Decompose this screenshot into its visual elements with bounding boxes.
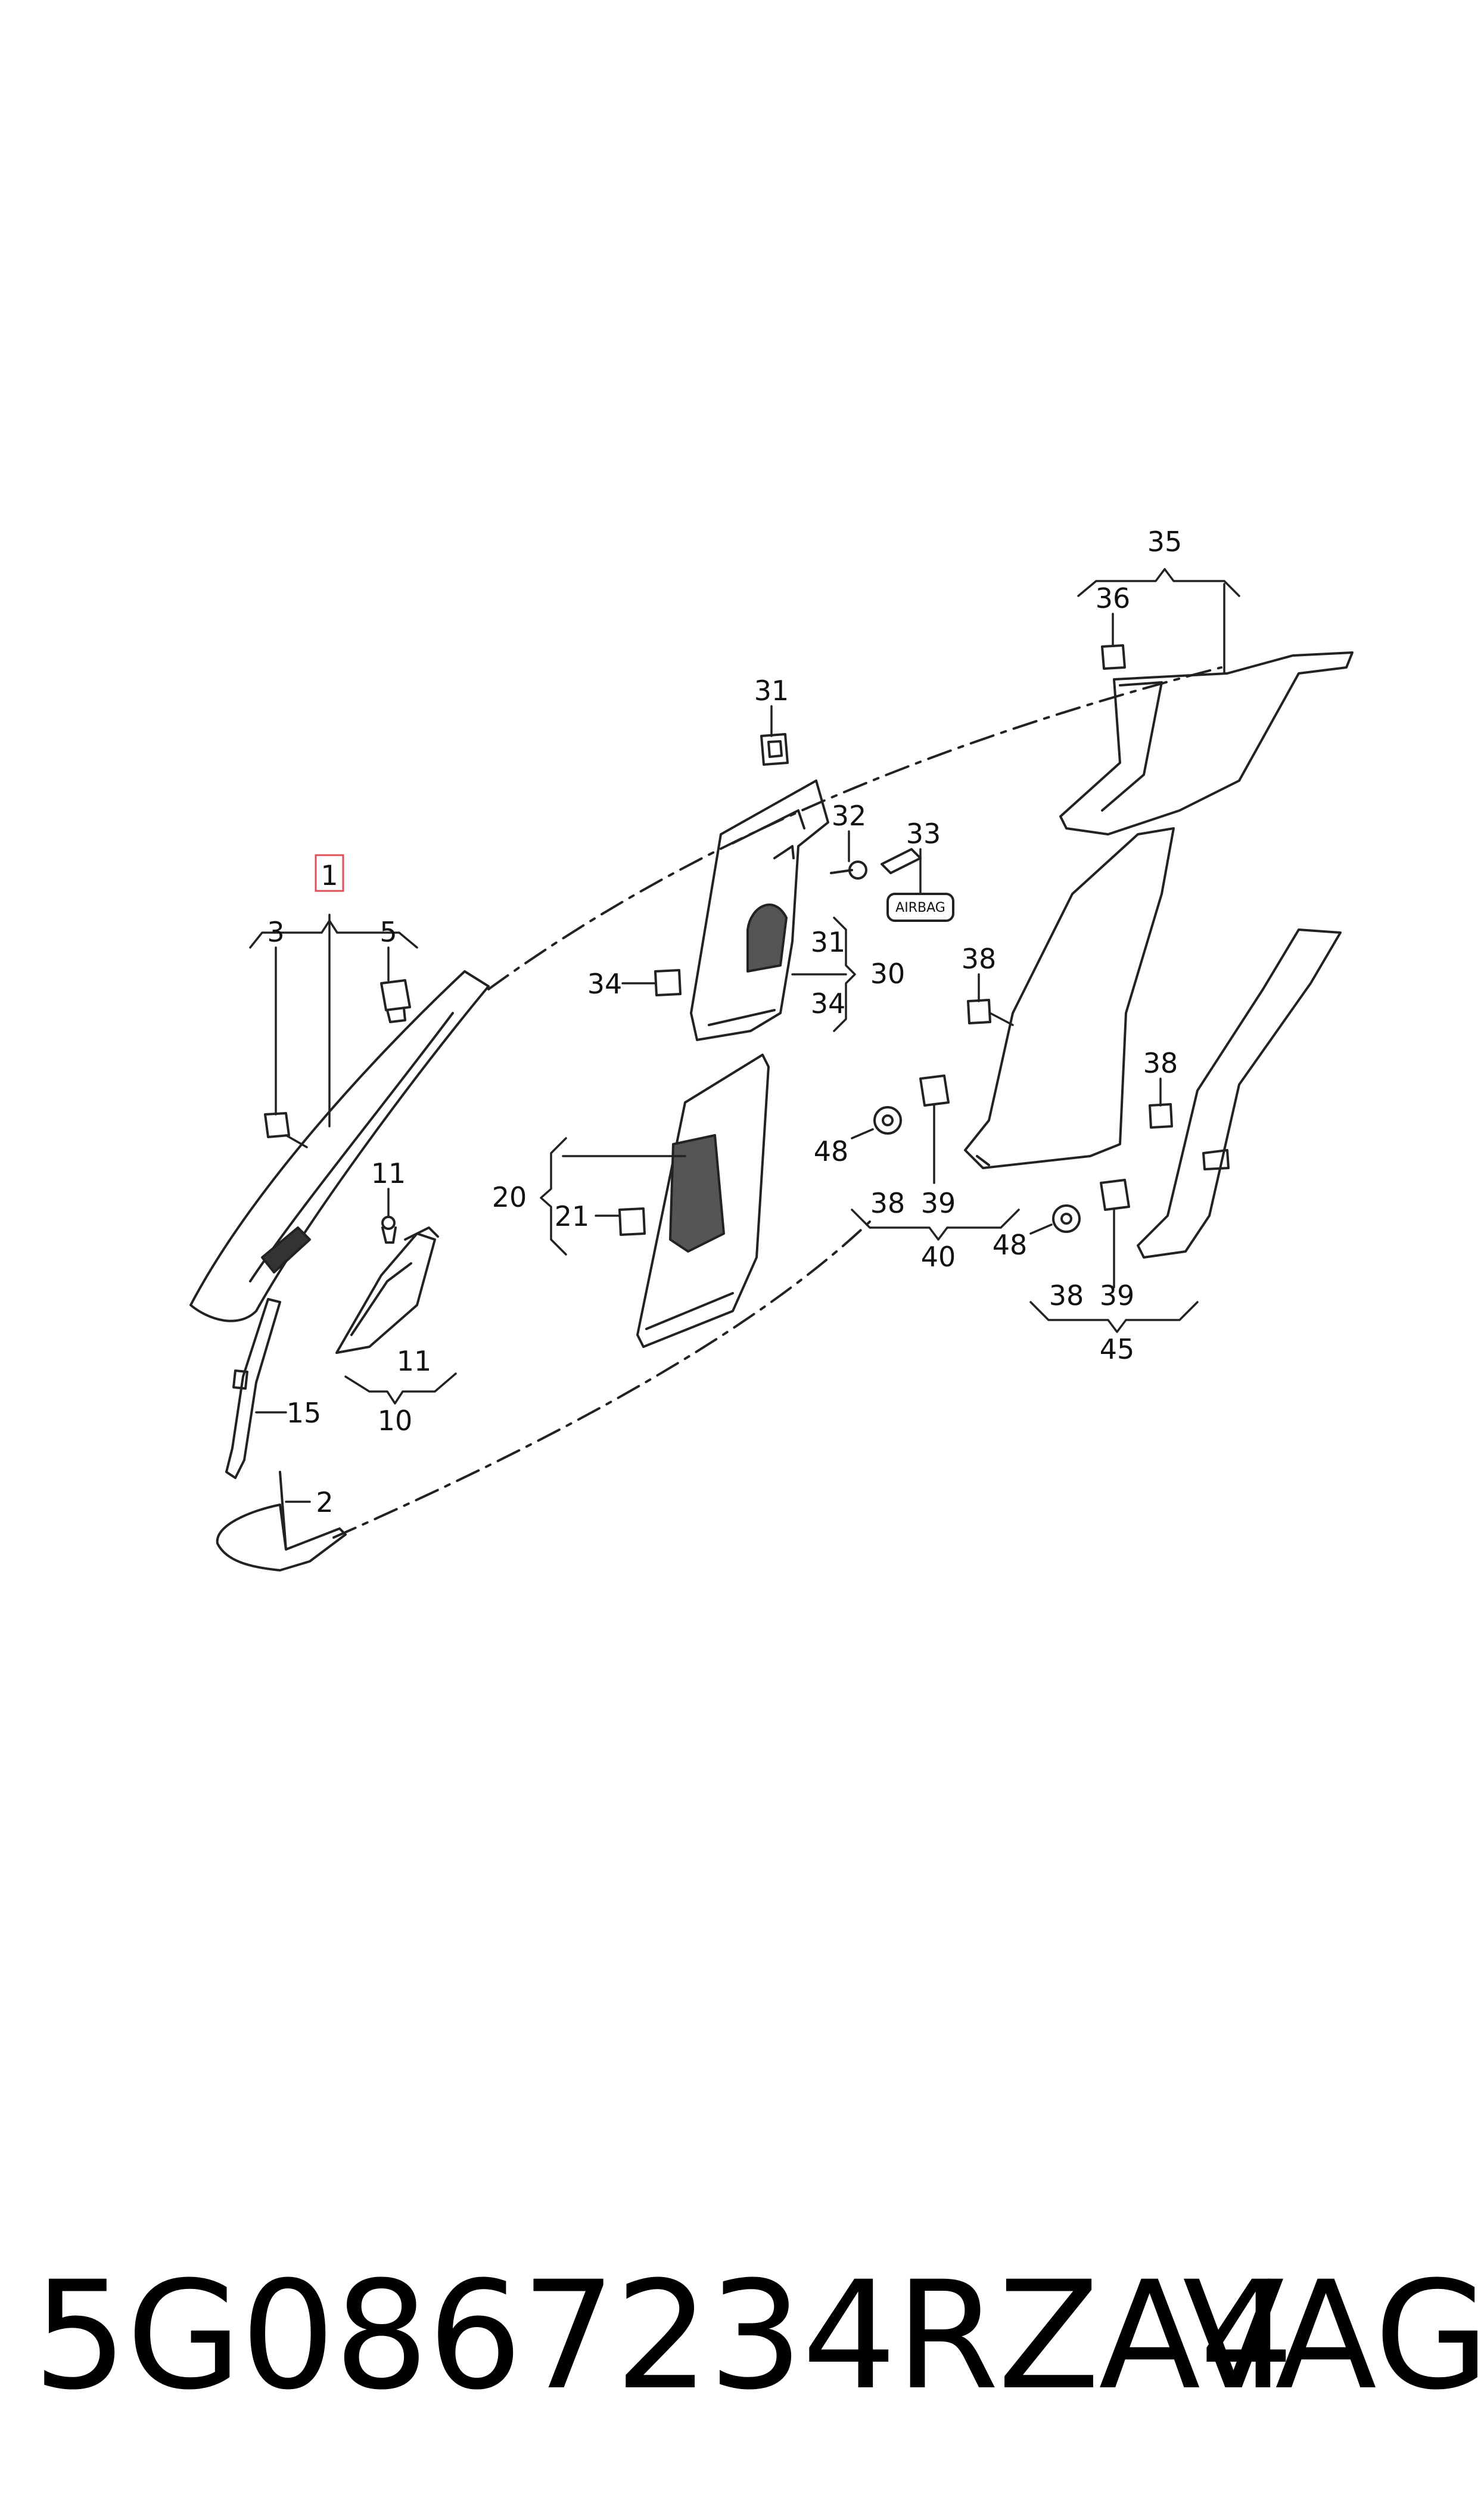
bracket-group-30 (833, 917, 856, 1032)
strip-15 (225, 1298, 281, 1479)
assembly-outline-top (487, 666, 1222, 990)
callout-31a[interactable]: 31 (754, 675, 789, 707)
grommet-48a (873, 1106, 902, 1135)
bracket-group-45 (1029, 1301, 1199, 1333)
callout-34b[interactable]: 34 (811, 987, 846, 1020)
grommet-48b (1052, 1204, 1081, 1233)
callout-10[interactable]: 10 (378, 1405, 413, 1437)
callout-33[interactable]: 33 (906, 818, 941, 850)
callout-20[interactable]: 20 (492, 1181, 527, 1213)
part-number: 5G0867234RZA4 (33, 2249, 1294, 2422)
callout-2[interactable]: 2 (316, 1486, 333, 1518)
callout-34a[interactable]: 34 (587, 968, 623, 1000)
callout-15[interactable]: 15 (287, 1397, 322, 1429)
clip-39a (919, 1074, 950, 1107)
clip-21 (618, 1207, 646, 1236)
callout-32[interactable]: 32 (832, 800, 867, 832)
leader-48a (851, 1128, 874, 1139)
callout-31b[interactable]: 31 (811, 926, 846, 958)
callout-48a[interactable]: 48 (814, 1135, 849, 1167)
callout-1[interactable]: 1 (321, 859, 338, 892)
bracket-group-1 (249, 920, 418, 949)
callout-48b[interactable]: 48 (993, 1229, 1028, 1261)
callout-11a[interactable]: 11 (371, 1157, 406, 1189)
bracket-group-35 (1077, 568, 1240, 597)
clip-31 (760, 733, 789, 766)
c-pillar-lower-trim-45 (1137, 928, 1342, 1259)
clip-39b (1100, 1179, 1130, 1211)
clip-3 (264, 1112, 290, 1138)
clip-38b (1149, 1103, 1173, 1129)
clip-34 (654, 969, 682, 996)
leader-48b (1029, 1223, 1053, 1235)
callout-39a[interactable]: 39 (921, 1187, 956, 1219)
callout-21[interactable]: 21 (555, 1200, 590, 1232)
callout-38a[interactable]: 38 (962, 943, 997, 975)
bracket-group-10 (344, 1372, 457, 1405)
callout-38b[interactable]: 38 (1143, 1047, 1178, 1079)
callout-5[interactable]: 5 (379, 916, 397, 948)
a-pillar-trim (189, 970, 490, 1322)
callout-35[interactable]: 35 (1147, 526, 1183, 558)
callout-45[interactable]: 45 (1100, 1333, 1135, 1365)
leader-38a2 (989, 1012, 1014, 1026)
callout-30[interactable]: 30 (870, 958, 906, 990)
c-pillar-upper-trim-35 (1059, 651, 1354, 835)
clip-5 (380, 979, 411, 1023)
bracket-group-40 (851, 1209, 1020, 1241)
screw-32 (830, 861, 867, 880)
callout-38c[interactable]: 38 (870, 1187, 906, 1219)
callout-11b[interactable]: 11 (397, 1345, 432, 1377)
assembly-outline-bottom (332, 1220, 871, 1539)
bracket-group-20 (540, 1137, 567, 1256)
b-pillar-upper-trim-30 (690, 779, 829, 1041)
sill-trim-2 (216, 1471, 347, 1571)
clip-38a (967, 999, 991, 1024)
highlight-box (315, 854, 344, 892)
callout-3[interactable]: 3 (267, 916, 284, 948)
callout-38d[interactable]: 38 (1049, 1279, 1084, 1312)
b-pillar-lower-trim-20 (636, 1054, 770, 1348)
clip-36 (1101, 644, 1126, 670)
airbag-label: AIRBAG (895, 900, 945, 915)
callout-39b[interactable]: 39 (1100, 1279, 1135, 1312)
leader-3b (285, 1134, 308, 1148)
brand-label: VAG (1183, 2249, 1484, 2422)
callout-36[interactable]: 36 (1096, 582, 1131, 614)
callout-40[interactable]: 40 (921, 1241, 956, 1273)
c-pillar-trim-40 (964, 827, 1175, 1169)
bracket-10 (335, 1216, 439, 1354)
